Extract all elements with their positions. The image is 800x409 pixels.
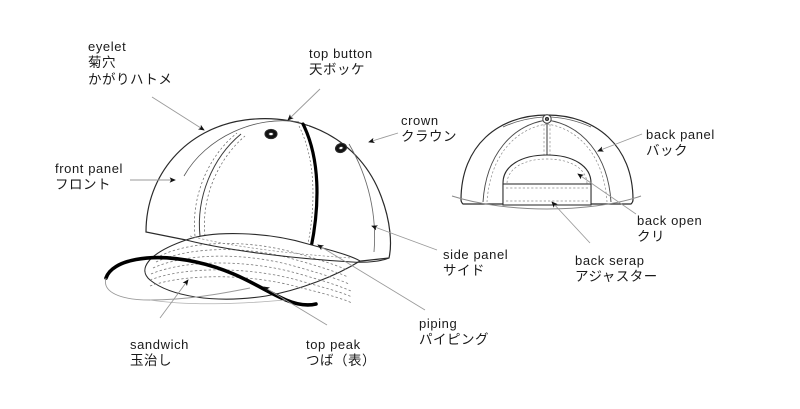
piping-seam-highlight xyxy=(307,125,322,250)
peak-stitch-3 xyxy=(152,255,350,285)
sandwich-edge xyxy=(104,255,318,307)
label-piping: piping パイピング xyxy=(419,315,489,349)
label-piping-en: piping xyxy=(419,316,458,331)
leader-crown xyxy=(368,132,399,143)
label-sandwich-en: sandwich xyxy=(130,337,189,352)
piping-seam-stitch xyxy=(298,125,314,250)
label-top-peak-jp: つば（表） xyxy=(306,353,376,369)
crown-bottom-edge xyxy=(185,239,390,263)
label-back-open-en: back open xyxy=(637,213,703,228)
leader-back-serap xyxy=(551,201,591,244)
label-crown: crown クラウン xyxy=(401,112,457,146)
back-adjuster-strap xyxy=(502,183,592,206)
peak-stitch-4 xyxy=(150,262,352,292)
leader-sandwich xyxy=(159,279,189,319)
label-side-panel-en: side panel xyxy=(443,247,509,262)
crown-top-contour xyxy=(183,120,300,177)
label-back-panel-jp: バック xyxy=(646,143,688,159)
label-top-button-en: top button xyxy=(309,46,373,61)
label-top-peak: top peak つば（表） xyxy=(306,336,376,370)
label-top-button: top button 天ボッケ xyxy=(309,45,373,79)
piping-seam xyxy=(301,122,319,250)
label-crown-en: crown xyxy=(401,113,439,128)
label-back-serap-jp: アジャスター xyxy=(575,269,658,285)
back-bottom-edge xyxy=(451,195,642,210)
label-back-panel: back panel バック xyxy=(646,126,715,160)
label-back-serap: back serap アジャスター xyxy=(575,252,658,286)
label-front-panel: front panel フロント xyxy=(55,160,123,194)
peak-stitch-1 xyxy=(159,243,348,271)
leader-back-panel xyxy=(597,133,643,152)
label-back-panel-en: back panel xyxy=(646,127,715,142)
leader-piping xyxy=(317,244,426,311)
back-top-seam-left xyxy=(502,116,544,128)
side-view-cap xyxy=(104,118,392,307)
label-piping-jp: パイピング xyxy=(419,332,489,348)
label-sandwich: sandwich 玉治し xyxy=(130,336,189,370)
crown-outline xyxy=(145,118,392,263)
front-panel-seam-stitch-b xyxy=(194,132,238,237)
front-panel-seam xyxy=(198,133,242,237)
leader-eyelet xyxy=(151,96,205,131)
leader-side-panel xyxy=(371,225,438,251)
label-eyelet-jp2: かがりハトメ xyxy=(88,72,173,88)
back-panel-seam-right-stitch xyxy=(546,123,608,203)
label-eyelet: eyelet 菊穴 かがりハトメ xyxy=(88,38,172,89)
crown-bottom-stitch xyxy=(189,235,353,259)
back-top-button xyxy=(542,114,552,124)
back-top-seam-right xyxy=(550,116,592,128)
eyelet-front xyxy=(264,128,278,140)
label-eyelet-jp: 菊穴 xyxy=(88,55,116,71)
back-open-arch-stitch xyxy=(506,158,588,204)
peak-stitch-2 xyxy=(155,249,349,278)
back-panel-seam-left-stitch xyxy=(486,123,548,203)
label-top-button-jp: 天ボッケ xyxy=(309,62,365,78)
leader-top-button xyxy=(287,88,321,121)
label-back-open-jp: クリ xyxy=(637,229,665,245)
side-panel-seam xyxy=(348,143,375,253)
label-back-serap-en: back serap xyxy=(575,253,645,268)
label-crown-jp: クラウン xyxy=(401,129,457,145)
leader-top-peak xyxy=(263,286,328,326)
label-front-panel-en: front panel xyxy=(55,161,124,176)
back-panel-seam-left xyxy=(482,119,548,203)
leader-lines xyxy=(130,88,643,326)
label-back-open: back open クリ xyxy=(637,212,702,246)
label-front-panel-jp: フロント xyxy=(55,177,111,193)
label-top-peak-en: top peak xyxy=(306,337,361,352)
leader-back-open xyxy=(577,173,637,215)
back-panel-seam-right xyxy=(546,119,612,203)
label-side-panel: side panel サイド xyxy=(443,246,508,280)
back-view-cap xyxy=(451,114,642,210)
label-eyelet-en: eyelet xyxy=(88,39,127,54)
peak-under-edge2 xyxy=(149,299,287,305)
label-sandwich-jp: 玉治し xyxy=(130,353,172,369)
eyelet-side xyxy=(334,142,348,154)
label-side-panel-jp: サイド xyxy=(443,263,485,279)
